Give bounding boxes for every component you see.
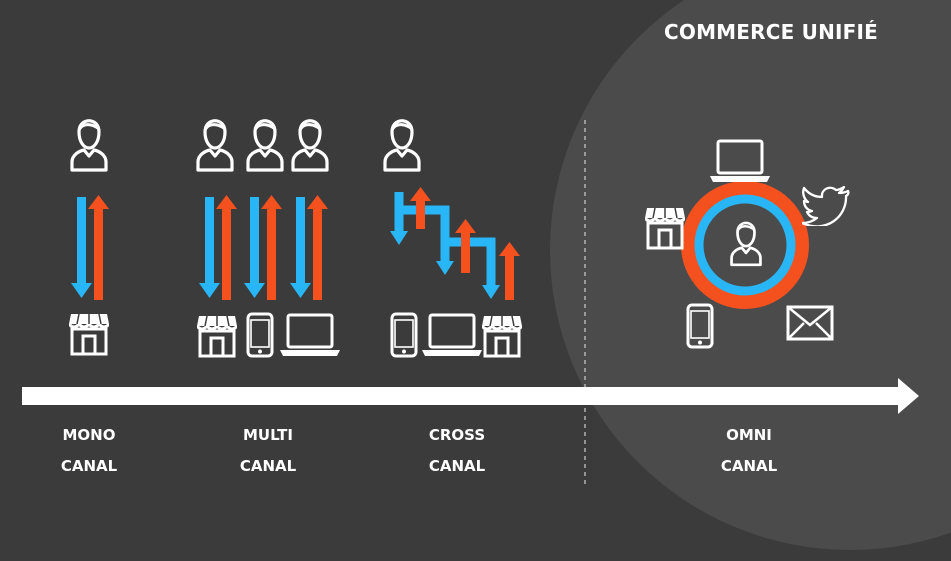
- blue-down-arrow: [71, 197, 92, 298]
- multi-canal-group: [196, 119, 340, 358]
- red-up-arrow: [88, 195, 109, 300]
- blue-down-arrow: [199, 197, 220, 298]
- page-title: COMMERCE UNIFIÉ: [664, 20, 879, 44]
- blue-down-arrow: [244, 197, 265, 298]
- stage-label-cross: CROSS CANAL: [428, 426, 486, 475]
- cross-canal-group: [383, 119, 522, 358]
- laptop-icon: [280, 313, 340, 358]
- customer-icon: [196, 119, 234, 172]
- phone-icon: [246, 312, 274, 358]
- customer-icon: [291, 119, 329, 172]
- store-icon: [197, 314, 237, 358]
- customer-icon: [70, 119, 108, 172]
- blue-down-arrow: [290, 197, 311, 298]
- blue-stair-arrow: [390, 192, 500, 299]
- mono-canal-group: [69, 119, 109, 356]
- stage-label-multi: MULTI CANAL: [239, 426, 297, 475]
- customer-icon: [246, 119, 284, 172]
- phone-icon: [390, 312, 418, 358]
- red-up-arrows: [410, 187, 520, 300]
- laptop-icon: [422, 313, 482, 358]
- timeline-arrow: [22, 378, 919, 414]
- customer-icon: [383, 119, 421, 172]
- omni-inner-ring: [694, 194, 796, 296]
- red-up-arrow: [307, 195, 328, 300]
- red-up-arrow: [261, 195, 282, 300]
- store-icon: [69, 312, 109, 356]
- red-up-arrow: [216, 195, 237, 300]
- omni-outer-ring: [681, 181, 809, 309]
- stage-label-mono: MONO CANAL: [60, 426, 118, 475]
- omni-zone-circle: [550, 0, 951, 550]
- omni-canal-group: [645, 139, 850, 349]
- stage-label-omni: OMNI CANAL: [720, 426, 778, 475]
- store-icon: [482, 314, 522, 358]
